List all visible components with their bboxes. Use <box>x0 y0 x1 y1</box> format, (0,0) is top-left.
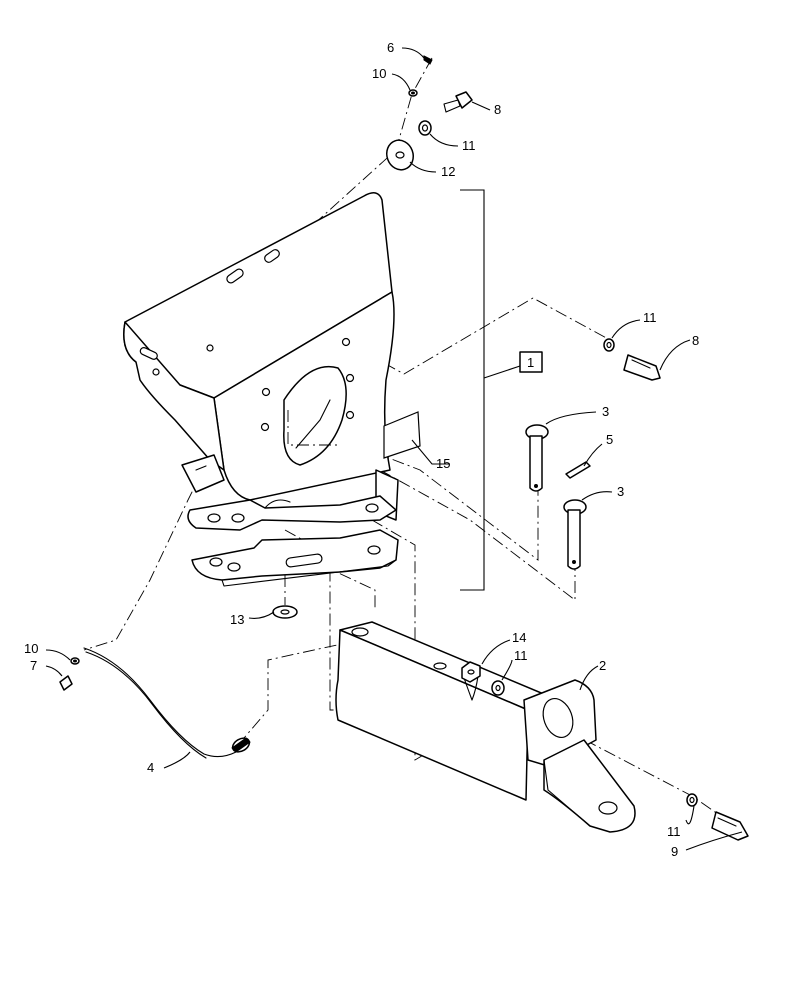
callout-6: 6 <box>387 40 394 55</box>
washer-10-left <box>70 657 80 665</box>
callout-11-mid: 11 <box>514 648 528 663</box>
washer-12 <box>386 139 414 171</box>
upper-hitch-plate <box>187 495 397 531</box>
decal-15 <box>383 411 421 459</box>
callout-1: 1 <box>527 355 534 370</box>
callout-3-upper: 3 <box>602 404 609 419</box>
bolt-8-top <box>443 91 473 113</box>
washer-11-right <box>603 338 615 352</box>
callout-11-right: 11 <box>643 310 657 325</box>
callout-labels: 1 2 3 3 4 5 6 7 8 8 9 10 10 11 11 11 11 … <box>24 40 699 859</box>
callout-12: 12 <box>441 164 455 179</box>
washer-11-mid <box>491 680 505 696</box>
mounting-bracket <box>123 192 399 521</box>
leader-lines <box>45 47 743 851</box>
callout-13: 13 <box>230 612 244 627</box>
callout-2: 2 <box>599 658 606 673</box>
callout-14: 14 <box>512 630 526 645</box>
drawbar-tube <box>335 621 636 833</box>
washer-11-lower <box>686 793 698 807</box>
screw-7 <box>59 675 73 691</box>
pin-3-lower <box>563 499 587 570</box>
washer-10-top <box>408 89 418 97</box>
lower-hitch-plate <box>191 529 399 587</box>
callout-3-lower: 3 <box>617 484 624 499</box>
screw-6 <box>423 55 433 65</box>
assembly-bracket-1 <box>460 189 543 591</box>
callout-11-lower: 11 <box>667 824 681 839</box>
callout-10-left: 10 <box>24 641 38 656</box>
bolt-8-right <box>623 354 661 381</box>
washer-11-top <box>418 120 432 136</box>
nut-14 <box>461 661 481 683</box>
pin-3-upper <box>525 424 549 492</box>
washer-13 <box>272 605 298 619</box>
callout-11-top: 11 <box>462 138 476 153</box>
cable-4 <box>83 647 251 759</box>
callout-9: 9 <box>671 844 678 859</box>
clip-5 <box>565 461 591 479</box>
callout-8-right: 8 <box>692 333 699 348</box>
callout-4: 4 <box>147 760 154 775</box>
callout-15: 15 <box>436 456 450 471</box>
callout-7: 7 <box>30 658 37 673</box>
callout-10-top: 10 <box>372 66 386 81</box>
callout-5: 5 <box>606 432 613 447</box>
callout-8-top: 8 <box>494 102 501 117</box>
